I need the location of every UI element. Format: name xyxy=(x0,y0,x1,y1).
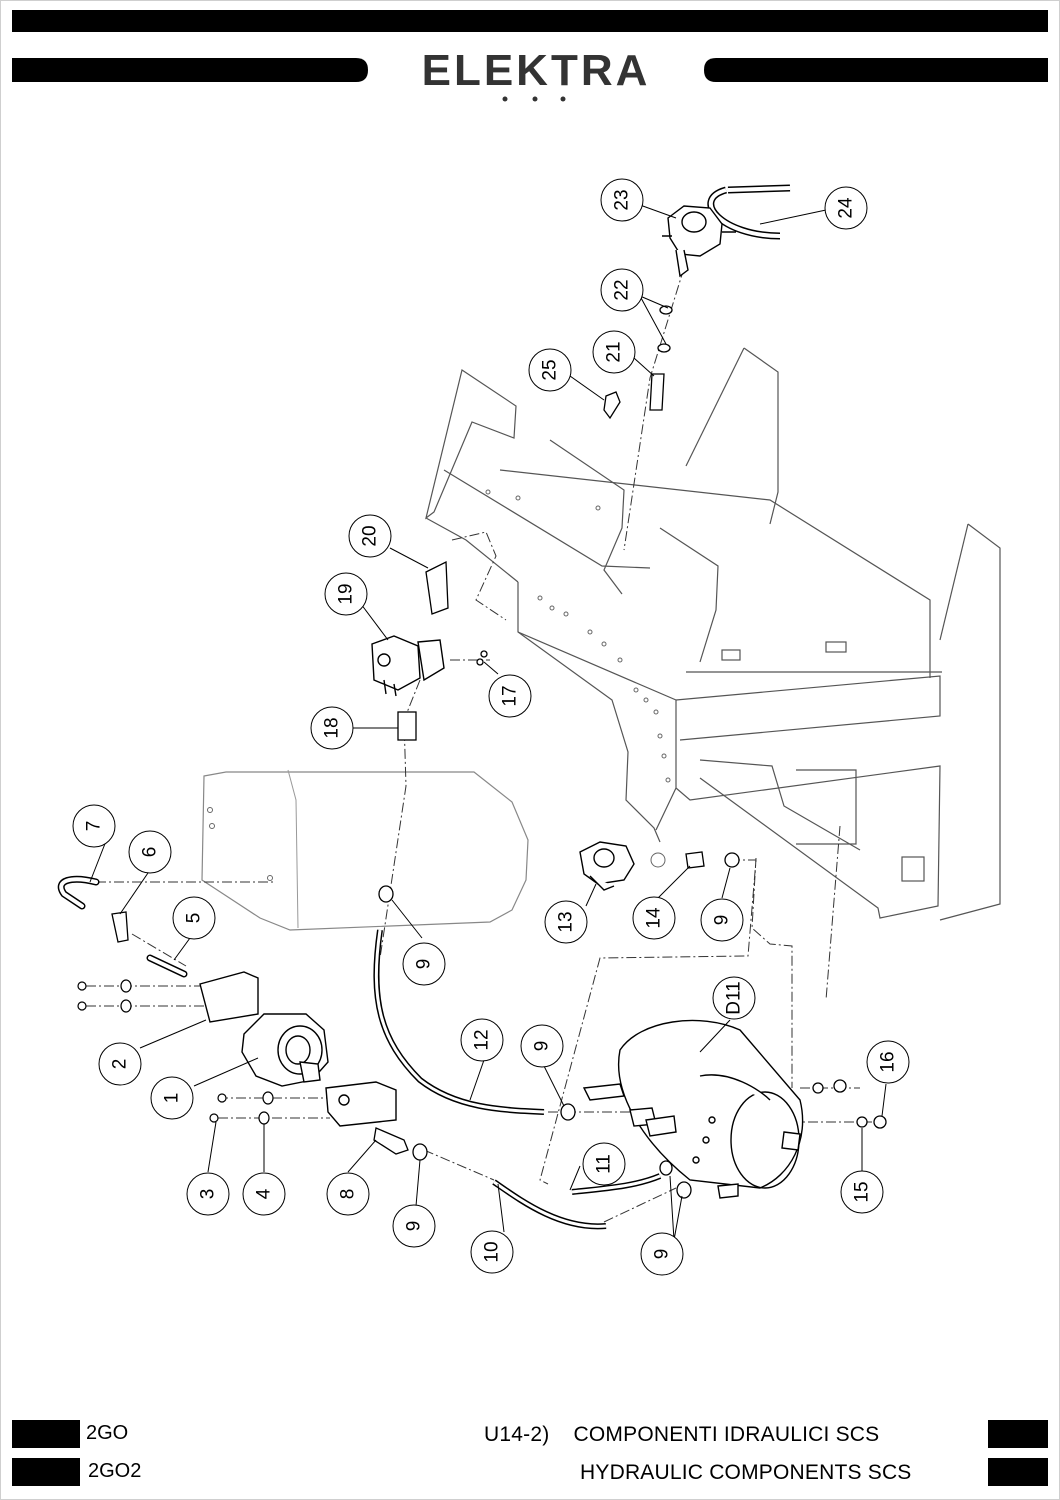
svg-text:13: 13 xyxy=(556,911,577,932)
svg-text:25: 25 xyxy=(540,359,561,380)
svg-text:6: 6 xyxy=(140,847,161,858)
callout-2: 2 xyxy=(98,1042,142,1086)
svg-text:7: 7 xyxy=(84,821,105,832)
callout-1: 1 xyxy=(150,1076,194,1120)
svg-text:15: 15 xyxy=(852,1181,873,1202)
model-code-1: 2GO xyxy=(86,1422,129,1444)
svg-text:17: 17 xyxy=(500,685,521,706)
svg-text:3: 3 xyxy=(198,1189,219,1200)
callout-14: 14 xyxy=(632,896,676,940)
assembly-lines xyxy=(86,267,880,1223)
svg-text:21: 21 xyxy=(604,341,625,362)
footer-bar-right-1 xyxy=(988,1420,1048,1448)
callout-8: 8 xyxy=(326,1172,370,1216)
svg-text:2: 2 xyxy=(110,1059,131,1070)
svg-text:9: 9 xyxy=(652,1249,673,1260)
callout-9c: 9 xyxy=(520,1024,564,1068)
svg-text:9: 9 xyxy=(404,1221,425,1232)
hoses xyxy=(57,184,791,1230)
svg-text:12: 12 xyxy=(472,1029,493,1050)
footer-bar-left-2 xyxy=(12,1458,80,1486)
pressure-switch xyxy=(579,841,635,891)
pump-assembly xyxy=(199,971,397,1127)
callout-leaders xyxy=(89,204,887,1241)
brand-logo: ELEKTRA xyxy=(422,46,651,95)
screws-washers xyxy=(77,979,274,1125)
boiler xyxy=(582,1019,804,1199)
water-tank xyxy=(201,771,529,931)
fittings xyxy=(111,305,887,1199)
callout-9d: 9 xyxy=(392,1204,436,1248)
svg-text:8: 8 xyxy=(338,1189,359,1200)
callout-D11: D11 xyxy=(712,976,756,1020)
model-code-2: 2GO2 xyxy=(88,1460,142,1482)
callout-15: 15 xyxy=(840,1170,884,1214)
svg-text:D11: D11 xyxy=(724,981,745,1014)
callout-11: 11 xyxy=(582,1142,626,1186)
footer-bar-right-2 xyxy=(988,1458,1048,1486)
callout-19: 19 xyxy=(324,572,368,616)
svg-text:5: 5 xyxy=(184,913,205,924)
callout-9b: 9 xyxy=(700,898,744,942)
svg-text:14: 14 xyxy=(644,907,665,929)
svg-text:11: 11 xyxy=(594,1154,615,1174)
callout-18: 18 xyxy=(310,706,354,750)
callout-9a: 9 xyxy=(402,942,446,986)
callout-7: 7 xyxy=(72,804,116,848)
callout-4: 4 xyxy=(242,1172,286,1216)
callout-22: 22 xyxy=(600,268,644,312)
svg-text:4: 4 xyxy=(254,1188,275,1199)
svg-text:10: 10 xyxy=(482,1241,503,1262)
callout-12: 12 xyxy=(460,1018,504,1062)
svg-text:19: 19 xyxy=(336,583,357,604)
svg-text:9: 9 xyxy=(532,1041,553,1052)
svg-text:18: 18 xyxy=(322,717,343,738)
callout-5: 5 xyxy=(172,896,216,940)
callout-23: 23 xyxy=(600,178,644,222)
callout-3: 3 xyxy=(186,1172,230,1216)
callout-6: 6 xyxy=(128,830,172,874)
logo-dots xyxy=(502,96,566,102)
svg-text:9: 9 xyxy=(712,915,733,926)
callout-25: 25 xyxy=(528,348,572,392)
machine-frame xyxy=(425,347,1001,921)
callout-20: 20 xyxy=(348,514,392,558)
svg-text:22: 22 xyxy=(612,279,633,300)
footer-bar-left-1 xyxy=(12,1420,80,1448)
svg-text:1: 1 xyxy=(162,1093,183,1104)
title-italian: U14-2) COMPONENTI IDRAULICI SCS xyxy=(484,1423,880,1446)
callout-13: 13 xyxy=(544,900,588,944)
title-english: HYDRAULIC COMPONENTS SCS xyxy=(580,1461,912,1484)
vacuum-valve xyxy=(662,205,736,278)
header-top-bar xyxy=(12,10,1048,32)
header-left-bar xyxy=(12,58,368,82)
svg-text:16: 16 xyxy=(878,1051,899,1072)
callout-24: 24 xyxy=(824,186,868,230)
callout-17: 17 xyxy=(488,674,532,718)
callouts: 1 2 3 4 5 6 7 8 9 9 9 9 9 10 11 12 13 14… xyxy=(72,178,910,1276)
svg-text:23: 23 xyxy=(612,189,633,210)
svg-text:9: 9 xyxy=(414,959,435,970)
svg-text:24: 24 xyxy=(836,197,857,219)
frame-holes xyxy=(207,489,671,881)
callout-9e: 9 xyxy=(640,1232,684,1276)
callout-21: 21 xyxy=(592,330,636,374)
header-right-bar xyxy=(704,58,1048,82)
svg-text:20: 20 xyxy=(360,525,381,546)
callout-16: 16 xyxy=(866,1040,910,1084)
solenoid-valve xyxy=(371,635,445,697)
callout-10: 10 xyxy=(470,1230,514,1274)
